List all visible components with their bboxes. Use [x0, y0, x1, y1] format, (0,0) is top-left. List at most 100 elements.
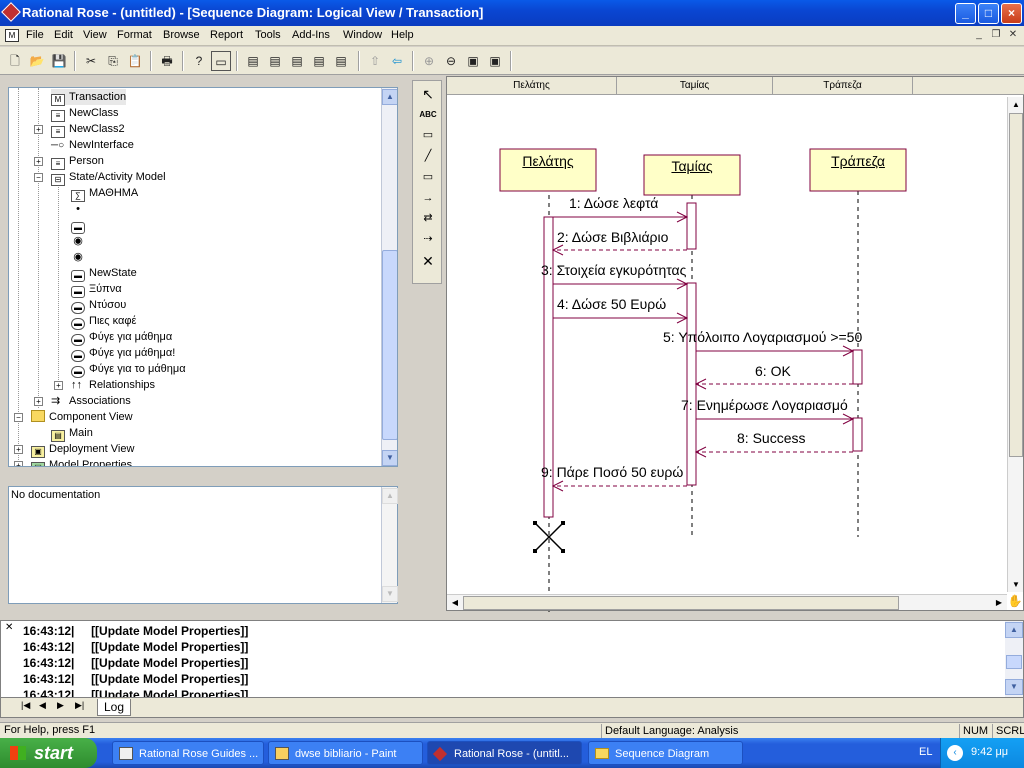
menu-edit[interactable]: Edit — [54, 29, 73, 41]
object-label-tamias[interactable]: Ταμίας — [671, 158, 713, 174]
tree-item-state[interactable]: ▬ — [71, 217, 89, 234]
tree-item-newclass[interactable]: ≡NewClass — [51, 105, 119, 122]
tree-item-relationships[interactable]: ↑↑Relationships — [71, 377, 155, 393]
tree-item-component-view[interactable]: Component View — [31, 409, 133, 425]
menu-help[interactable]: Help — [391, 29, 414, 41]
menu-view[interactable]: View — [83, 29, 107, 41]
log-window[interactable]: ✕ 16:43:12| [[Update Model Properties]] … — [0, 620, 1024, 718]
zoom-out-icon[interactable]: ⊖ — [445, 54, 457, 68]
save-icon[interactable]: 💾 — [51, 54, 67, 68]
copy-icon[interactable]: ⎘ — [108, 54, 118, 68]
selection-tool-icon[interactable]: ↖ — [422, 86, 434, 102]
menu-addins[interactable]: Add-Ins — [292, 29, 330, 41]
scroll-right-button[interactable]: ▶ — [995, 598, 1003, 607]
undo-fit-icon[interactable]: ▣ — [489, 54, 501, 68]
hand-pan-icon[interactable]: ✋ — [1007, 594, 1023, 608]
message-label-2[interactable]: 2: Δώσε Βιβλιάριο — [557, 229, 669, 245]
scroll-up-button[interactable]: ▲ — [382, 488, 398, 504]
header-pelatis[interactable]: Πελάτης — [447, 77, 617, 95]
self-message-tool-icon[interactable]: ⇄ — [423, 212, 433, 224]
tree-item-fyge-gia-to-mathima[interactable]: ▬Φύγε για το μάθημα — [71, 361, 186, 378]
destruction-marker-tool-icon[interactable]: ✕ — [422, 253, 434, 269]
tree-item-final-state[interactable]: ◉ — [71, 233, 85, 249]
deployment-diagram-icon[interactable]: ▤ — [335, 54, 347, 68]
menu-tools[interactable]: Tools — [255, 29, 281, 41]
message-label-6[interactable]: 6: OK — [755, 363, 791, 379]
expand-icon[interactable]: + — [34, 125, 43, 134]
tree-item-newinterface[interactable]: ─○NewInterface — [51, 137, 134, 153]
collapse-icon[interactable]: − — [14, 413, 23, 422]
statechart-icon[interactable]: ▤ — [313, 54, 325, 68]
tree-item-final-state[interactable]: ◉ — [71, 249, 85, 265]
tree-item-mathima[interactable]: ∑ΜΑΘΗΜΑ — [71, 185, 138, 202]
log-vscrollbar[interactable]: ▲ ▼ — [1005, 621, 1023, 697]
text-tool-icon[interactable]: ABC — [419, 110, 437, 119]
object-label-pelatis[interactable]: Πελάτης — [522, 153, 574, 169]
doc-scrollbar[interactable]: ▲ ▼ — [381, 487, 398, 603]
expand-icon[interactable]: + — [54, 381, 63, 390]
menu-report[interactable]: Report — [210, 29, 244, 41]
tree-item-main[interactable]: ▤Main — [51, 425, 93, 442]
scroll-up-button[interactable]: ▲ — [382, 89, 397, 105]
scroll-thumb[interactable] — [463, 596, 899, 610]
app-icon[interactable] — [1, 2, 21, 22]
scroll-thumb[interactable] — [1006, 655, 1022, 669]
menu-window[interactable]: Window — [343, 29, 383, 41]
message-label-8[interactable]: 8: Success — [737, 430, 806, 446]
scroll-thumb[interactable] — [1009, 113, 1023, 457]
sequence-diagram-canvas[interactable] — [447, 77, 1024, 612]
message-label-7[interactable]: 7: Ενημέρωσε Λογαριασμό — [681, 397, 848, 413]
tree-item-deployment-view[interactable]: ▣Deployment View — [31, 441, 134, 458]
return-message-tool-icon[interactable]: ⇢ — [423, 233, 433, 245]
minimize-button[interactable]: _ — [955, 3, 976, 24]
scroll-down-button[interactable]: ▼ — [382, 586, 398, 602]
object-tool-icon[interactable]: ▭ — [422, 171, 434, 183]
tree-item-fyge-gia-mathima[interactable]: ▬Φύγε για μάθημα — [71, 329, 172, 346]
task-rational-rose[interactable]: Rational Rose - (untitl... — [427, 741, 582, 765]
message-tool-icon[interactable]: → — [422, 192, 434, 204]
mdi-close-button[interactable]: ✕ — [1008, 29, 1018, 40]
start-button[interactable]: start — [0, 738, 97, 768]
message-label-4[interactable]: 4: Δώσε 50 Ευρώ — [557, 296, 667, 312]
message-label-1[interactable]: 1: Δώσε λεφτά — [569, 195, 659, 211]
tree-item-model-properties[interactable]: ▤Model Properties — [31, 457, 132, 466]
tree-scrollbar[interactable]: ▲ ▼ — [381, 88, 397, 466]
view-doc-icon[interactable]: ▭ — [211, 51, 231, 71]
scroll-left-button[interactable]: ◀ — [451, 598, 459, 607]
collapse-icon[interactable]: − — [34, 173, 43, 182]
scroll-up-button[interactable]: ▲ — [1012, 100, 1020, 109]
tree-item-associations[interactable]: ⇉Associations — [51, 393, 131, 409]
doc-icon[interactable]: M — [5, 29, 19, 42]
header-trapeza[interactable]: Τράπεζα — [773, 77, 913, 95]
diagram-vscrollbar[interactable]: ▲ ▼ — [1007, 97, 1023, 592]
mdi-restore-button[interactable]: ❐ — [991, 29, 1001, 40]
browse-parent-icon[interactable]: ⇧ — [369, 54, 381, 68]
fit-in-window-icon[interactable]: ▣ — [467, 54, 479, 68]
tab-prev-button[interactable]: ◀ — [39, 700, 46, 710]
open-icon[interactable]: 📂 — [29, 54, 45, 68]
tab-first-button[interactable]: |◀ — [21, 700, 31, 710]
class-diagram-icon[interactable]: ▤ — [247, 54, 259, 68]
paste-icon[interactable]: 📋 — [127, 54, 143, 68]
component-diagram-icon[interactable]: ▤ — [291, 54, 303, 68]
expand-icon[interactable]: + — [34, 157, 43, 166]
expand-icon[interactable]: + — [14, 445, 23, 454]
context-help-icon[interactable]: ? — [195, 54, 203, 68]
anchor-tool-icon[interactable]: ╱ — [424, 150, 432, 162]
note-tool-icon[interactable]: ▭ — [422, 129, 434, 141]
expand-icon[interactable]: + — [34, 397, 43, 406]
scroll-up-button[interactable]: ▲ — [1005, 622, 1023, 638]
scroll-thumb[interactable] — [382, 250, 397, 440]
diagram-hscrollbar[interactable]: ◀ ▶ — [447, 594, 1007, 610]
cut-icon[interactable]: ✂ — [85, 54, 97, 68]
interaction-diagram-icon[interactable]: ▤ — [269, 54, 281, 68]
language-indicator[interactable]: EL — [919, 746, 933, 758]
tree-item-initial-state[interactable]: • — [71, 201, 85, 217]
message-label-3[interactable]: 3: Στοιχεία εγκυρότητας — [541, 262, 687, 278]
tree-item-newstate[interactable]: ▬NewState — [71, 265, 137, 282]
maximize-button[interactable]: □ — [978, 3, 999, 24]
object-label-trapeza[interactable]: Τράπεζα — [831, 153, 885, 169]
tree-item-fyge-gia-mathima-excl[interactable]: ▬Φύγε για μάθημα! — [71, 345, 175, 362]
